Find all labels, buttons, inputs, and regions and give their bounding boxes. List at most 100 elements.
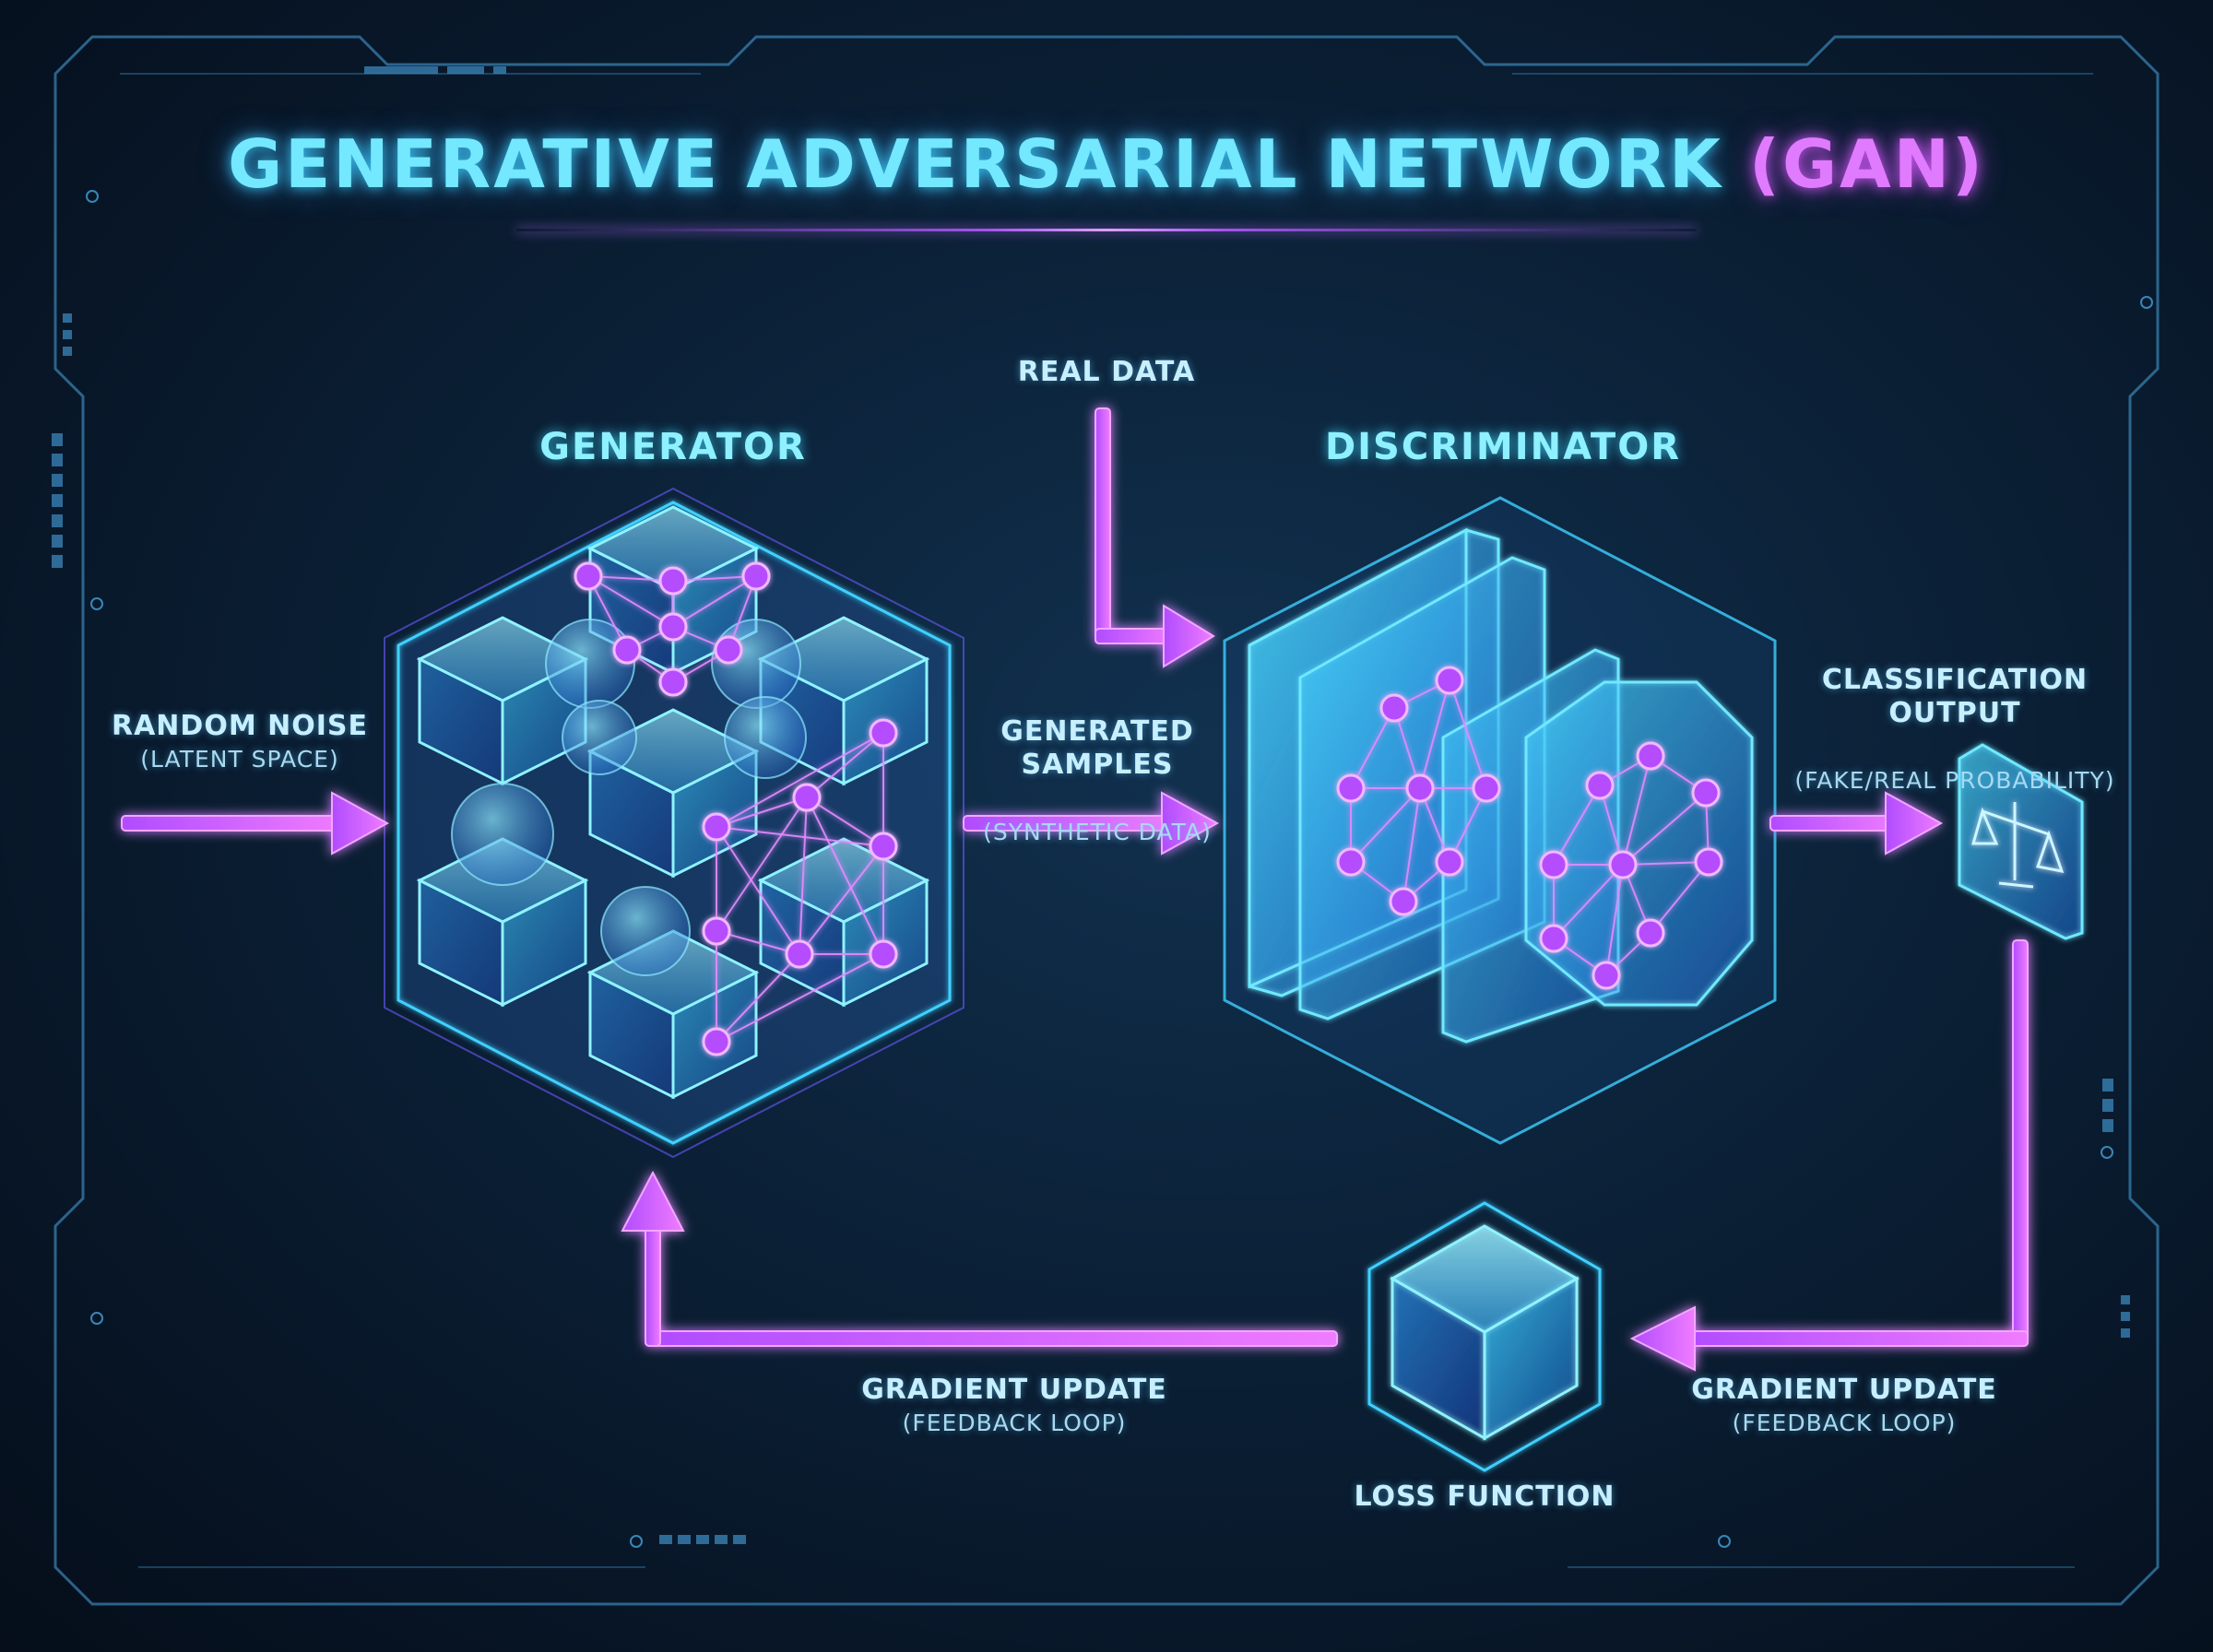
network-node	[1539, 850, 1568, 879]
hud-nodes	[86, 190, 2153, 1548]
network-node	[792, 783, 822, 812]
network-node	[1336, 847, 1366, 877]
sphere	[451, 783, 554, 886]
network-node	[1608, 850, 1638, 879]
network-edge	[806, 796, 884, 847]
loss-function-text: LOSS FUNCTION	[1354, 1481, 1615, 1513]
sphere	[562, 700, 637, 775]
network-edge	[1605, 864, 1624, 976]
generator-hex-outer	[384, 487, 964, 1159]
network-edge	[672, 575, 757, 628]
network-node	[1336, 773, 1366, 803]
network-node	[1636, 741, 1665, 771]
network-edge	[716, 732, 884, 828]
network-edge	[716, 953, 800, 1043]
network-edge	[799, 845, 884, 955]
arrow-output-to-loss	[1629, 939, 2029, 1372]
network-edge	[716, 930, 800, 955]
gradient-update-right-sublabel: (FEEDBACK LOOP)	[1732, 1410, 1957, 1436]
network-node	[1585, 771, 1615, 800]
generated-samples-text: GENERATED SAMPLES	[1000, 715, 1194, 781]
network-node	[1405, 773, 1435, 803]
network-node	[658, 667, 688, 697]
network-edge	[1350, 787, 1421, 863]
network-edge	[716, 826, 884, 847]
network-edge	[716, 796, 808, 932]
network-node	[1592, 961, 1621, 990]
gradient-update-right-label: GRADIENT UPDATE (FEEDBACK LOOP)	[1660, 1374, 2029, 1436]
discriminator-network	[1336, 666, 1723, 990]
classification-output-sublabel: (FAKE/REAL PROBABILITY)	[1794, 767, 2115, 794]
sphere	[724, 696, 807, 779]
network-node	[612, 635, 642, 665]
network-edge	[1350, 707, 1395, 789]
network-node	[1636, 918, 1665, 948]
gradient-update-left-text: GRADIENT UPDATE	[861, 1374, 1167, 1406]
generator-label: GENERATOR	[539, 426, 807, 468]
network-node	[1691, 778, 1721, 808]
network-node	[869, 939, 898, 969]
real-data-text: REAL DATA	[1017, 356, 1196, 388]
network-node	[1379, 693, 1409, 723]
network-edge	[1622, 755, 1651, 866]
generator-spheres	[451, 619, 807, 976]
title-underline	[516, 229, 1697, 231]
network-node	[702, 916, 731, 946]
random-noise-label: RANDOM NOISE (LATENT SPACE)	[101, 710, 378, 773]
network-edge	[1419, 679, 1450, 789]
generated-samples-label: GENERATED SAMPLES (SYNTHETIC DATA)	[959, 682, 1236, 879]
arrows	[121, 407, 2029, 1372]
scales-icon	[1958, 743, 2084, 940]
network-node	[741, 561, 771, 591]
arrow-generator-to-discriminator	[963, 791, 1220, 856]
network-edge	[1650, 861, 1710, 934]
network-edge	[716, 953, 884, 1043]
loss-function-label: LOSS FUNCTION	[1300, 1481, 1669, 1513]
real-data-label: REAL DATA	[922, 356, 1291, 388]
hud-frame	[53, 35, 2160, 1606]
arrow-noise-to-generator	[121, 791, 390, 856]
arrow-loss-to-generator	[621, 1170, 1338, 1347]
discriminator-label: DISCRIMINATOR	[1324, 426, 1682, 468]
network-node	[714, 635, 743, 665]
gradient-update-left-sublabel: (FEEDBACK LOOP)	[902, 1410, 1127, 1436]
network-node	[574, 561, 603, 591]
network-node	[1539, 924, 1568, 953]
arrow-real-data-to-discriminator	[1095, 407, 1215, 668]
network-node	[1389, 887, 1418, 916]
page-title: GENERATIVE ADVERSARIAL NETWORK (GAN)	[0, 125, 2213, 203]
network-edge	[806, 796, 884, 955]
random-noise-sublabel: (LATENT SPACE)	[140, 746, 339, 773]
network-edge	[1622, 861, 1710, 866]
network-edge	[1449, 679, 1487, 789]
gradient-update-right-text: GRADIENT UPDATE	[1691, 1374, 1997, 1406]
network-node	[1694, 847, 1723, 877]
network-edge	[1402, 787, 1421, 903]
network-edge	[799, 796, 808, 955]
discriminator-graphic	[1223, 496, 1777, 1145]
network-edge	[587, 575, 674, 628]
network-node	[658, 612, 688, 642]
sphere	[600, 886, 691, 976]
network-edge	[1553, 864, 1624, 939]
generated-samples-sublabel: (SYNTHETIC DATA)	[983, 819, 1212, 845]
classification-output-label: CLASSIFICATION OUTPUT (FAKE/REAL PROBABI…	[1770, 631, 2139, 828]
network-edge	[1622, 792, 1707, 866]
network-edge	[1553, 785, 1601, 866]
network-node	[869, 832, 898, 861]
network-node	[785, 939, 814, 969]
network-edge	[806, 732, 884, 798]
generator-graphic	[384, 487, 964, 1159]
arrow-discriminator-to-output	[1769, 791, 1944, 856]
generator-network	[574, 561, 898, 1056]
gradient-update-left-label: GRADIENT UPDATE (FEEDBACK LOOP)	[830, 1374, 1199, 1436]
hud-ticks	[52, 66, 2130, 1544]
random-noise-text: RANDOM NOISE	[111, 710, 368, 742]
network-node	[869, 718, 898, 748]
network-edge	[716, 796, 808, 828]
network-node	[1435, 847, 1464, 877]
loss-function-graphic	[1367, 1201, 1602, 1472]
classification-output-text: CLASSIFICATION OUTPUT	[1821, 664, 2089, 729]
network-node	[658, 566, 688, 596]
